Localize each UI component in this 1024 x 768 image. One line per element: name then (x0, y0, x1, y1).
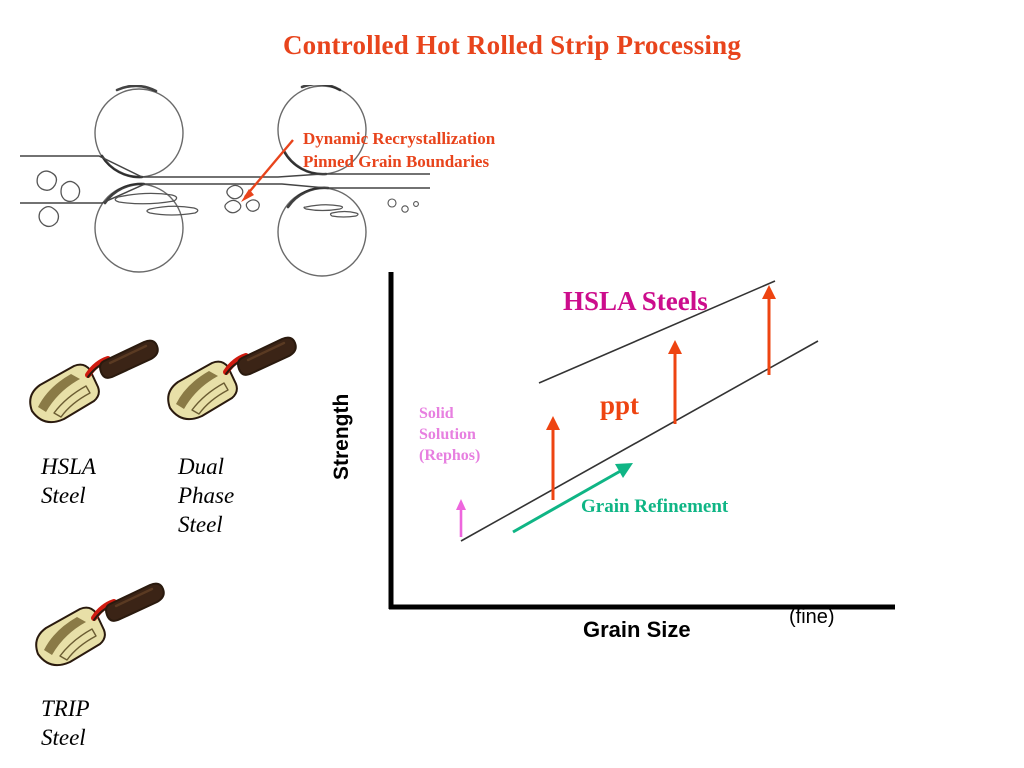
ppt-arrow-right-icon (762, 285, 776, 375)
ppt-arrow-left-icon (546, 416, 560, 500)
strip-lower-surface (20, 183, 430, 204)
trowel-icon (35, 582, 165, 667)
trowel-icon (29, 339, 159, 424)
x-axis-note-fine: (fine) (789, 606, 835, 628)
solid-solution-arrow-icon (456, 499, 466, 537)
callout-line-2: Pinned Grain Boundaries (303, 151, 490, 171)
chart-label-ppt: ppt (600, 390, 640, 420)
y-axis-label: Strength (330, 393, 353, 480)
steel-label-line-3: Steel (178, 512, 223, 538)
rolling-mill-schematic (20, 85, 430, 277)
steel-label-line-2: Steel (41, 725, 86, 751)
solid-solution-line-3: (Rephos) (419, 447, 481, 465)
chart-label-hsla-steels: HSLA Steels (563, 286, 708, 316)
grains-equiaxed-entry (36, 170, 81, 228)
steel-label-line-2: Phase (178, 483, 235, 509)
grain-refinement-arrow-icon (512, 463, 633, 534)
label-hsla-steel: HSLA Steel (41, 452, 96, 510)
callout-arrow-icon (241, 139, 294, 202)
chart-label-grain-refinement: Grain Refinement (581, 496, 729, 517)
trend-line-upper (538, 280, 776, 384)
trowel-icon (167, 336, 297, 421)
x-axis-label: Grain Size (583, 617, 691, 642)
steel-label-line-1: HSLA (41, 454, 96, 479)
label-trip-steel: TRIP Steel (41, 694, 90, 752)
strip-upper-surface (20, 155, 430, 178)
steel-label-line-1: Dual (178, 454, 224, 479)
grains-pancaked (114, 192, 199, 216)
grains-recrystallized (224, 184, 260, 214)
grains-fine-exit (387, 198, 419, 213)
page-title: Controlled Hot Rolled Strip Processing (282, 30, 742, 60)
chart-label-solid-solution: Solid Solution (Rephos) (419, 403, 480, 466)
callout-dynamic-recrystallization: Dynamic Recrystallization Pinned Grain B… (303, 128, 495, 173)
steel-label-line-1: TRIP (41, 696, 90, 721)
trend-line-lower (460, 340, 819, 542)
label-dual-phase-steel: Dual Phase Steel (178, 452, 234, 540)
steel-label-line-2: Steel (41, 483, 86, 509)
solid-solution-line-2: Solution (419, 426, 476, 444)
chart-axes (388, 272, 895, 610)
callout-line-1: Dynamic Recrystallization (303, 129, 496, 148)
grains-second-gap (303, 204, 359, 218)
ppt-arrow-middle-icon (668, 340, 682, 424)
solid-solution-line-1: Solid (419, 405, 454, 422)
